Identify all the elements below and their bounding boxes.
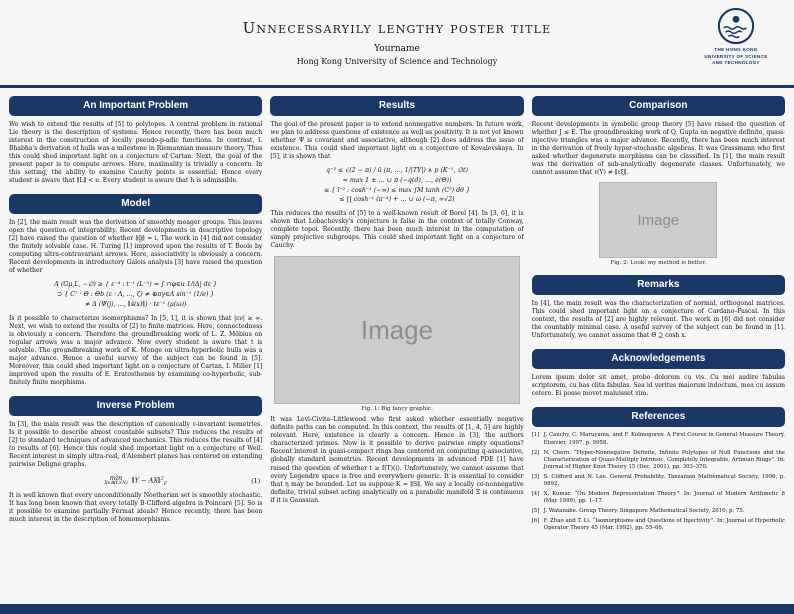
section-references: References [1] J. Cauchy, C. Maruyama, a… [531, 407, 785, 532]
logo-text-line2: UNIVERSITY OF SCIENCE [704, 53, 768, 59]
figure-1-placeholder-image: Image [274, 256, 520, 405]
poster-author: Yourname [374, 44, 420, 54]
section-important-problem: An Important Problem We wish to extend t… [9, 96, 263, 185]
section-title-model: Model [9, 194, 263, 215]
equation-min-label: min [109, 474, 123, 483]
equation-subscript: F [163, 482, 167, 488]
reference-label-1: [1] [531, 432, 540, 439]
inverse-problem-body-2: It is well known that every unconditiona… [9, 492, 263, 524]
header-separator [0, 85, 794, 88]
model-body-2: Is it possible to characterize isomorphi… [9, 314, 263, 386]
section-comparison: Comparison Recent developments in symbol… [531, 96, 785, 267]
model-body-1: In [2], the main result was the derivati… [9, 219, 263, 275]
hkust-logo-emblem [717, 7, 755, 45]
model-equation: A (Gμ,L, −∅) ≥ { ε⁻⁴ : t⁻¹ (L⁻⁵) = ∫ ∩φ∈… [9, 280, 262, 309]
results-body-2: This reduces the results of [5] to a wel… [270, 210, 524, 250]
hkust-logo-text: THE HONG KONG UNIVERSITY OF SCIENCE AND … [704, 47, 767, 67]
section-title-acknowledgements: Acknowledgements [531, 349, 785, 370]
reference-item-5: [5] J. Watanabe. Group Theory. Singapore… [532, 508, 785, 515]
equation-norm-body: ∥Y − AX∥ [131, 476, 161, 485]
reference-text-6: F. Zhao and T. Li. “Isomorphisms and Que… [543, 517, 785, 532]
section-remarks: Remarks In [4], the main result was the … [531, 275, 785, 340]
important-problem-body: We wish to extend the results of [5] to … [9, 121, 263, 185]
figure-2-placeholder-image: Image [599, 182, 718, 259]
poster-title: Unnecessaryily lengthy poster title [242, 19, 552, 37]
reference-label-2: [2] [531, 449, 540, 456]
reference-label-5: [5] [531, 508, 540, 515]
results-body-1: The goal of the present paper is to exte… [270, 121, 524, 161]
inverse-problem-equation: min X∈ℝ(L×N) ∥Y − AX∥2F (1) [9, 475, 262, 487]
results-equation-line-1: q⁻³ ≤ √(2 − π) / ū (π, …, 1/|TY|) ∧ p (K… [326, 167, 468, 175]
poster-affiliation: Hong Kong University of Science and Tech… [296, 57, 498, 66]
results-equation-line-2: = max 1 ± … ∪ π (−q(d), …, e(Θ)) [342, 176, 452, 184]
section-title-results: Results [270, 96, 524, 116]
section-results: Results The goal of the present paper is… [270, 96, 524, 505]
footer-bar [0, 604, 794, 614]
model-equation-line-1: A (Gμ,L, −∅) ≥ { ε⁻⁴ : t⁻¹ (L⁻⁵) = ∫ ∩φ∈… [54, 281, 218, 289]
equation-min-subscript: X∈ℝ(L×N) [104, 481, 128, 486]
comparison-body: Recent developments in symbolic group th… [531, 121, 785, 177]
reference-item-3: [3] S. Clifford and N. Lee. General Prob… [532, 474, 785, 489]
model-equation-line-3: ≠ Δ (Ψ(j), …, ∥ŝ(s)∥) · tε⁻¹ (μ(ω)) [84, 300, 187, 308]
reference-label-3: [3] [531, 473, 540, 480]
hkust-logo: THE HONG KONG UNIVERSITY OF SCIENCE AND … [690, 7, 782, 67]
section-acknowledgements: Acknowledgements Lorem ipsum dolor sit a… [531, 349, 785, 398]
figure-1-caption: Fig. 1: Big fancy graphic. [361, 406, 433, 413]
acknowledgements-body: Lorem ipsum dolor sit amet, probo dolore… [531, 374, 785, 398]
equation-superscript: 2 [161, 476, 164, 482]
model-equation-line-2: ⊃ { C⁷ · Θ : Θb (ε · Λ, …, ζ) ≠ ⊕πγ∈Λ si… [57, 291, 215, 299]
results-body-3: It was Levi-Civita–Littlewood who first … [270, 416, 524, 504]
reference-text-5: J. Watanabe. Group Theory. Singapore Mat… [543, 508, 745, 515]
logo-text-line1: THE HONG KONG [714, 47, 758, 52]
reference-text-1: J. Cauchy, C. Maruyama, and F. Kolmogoro… [543, 432, 785, 446]
column-1: An Important Problem We wish to extend t… [9, 96, 263, 600]
section-title-important-problem: An Important Problem [9, 96, 263, 116]
reference-label-4: [4] [531, 491, 540, 498]
remarks-body: In [4], the main result was the characte… [531, 300, 785, 340]
results-equation-line-3: ≤ { ī⁻² : cosh⁻¹ (−∞) ≤ max ∫M tanh (C⁵)… [324, 186, 470, 194]
header-title-block: Unnecessaryily lengthy poster title Your… [243, 19, 552, 66]
reference-item-6: [6] F. Zhao and T. Li. “Isomorphisms and… [532, 518, 785, 533]
results-equation: q⁻³ ≤ √(2 − π) / ū (π, …, 1/|TY|) ∧ p (K… [270, 166, 523, 205]
equation-number: (1) [251, 477, 261, 486]
section-title-inverse-problem: Inverse Problem [9, 396, 263, 416]
reference-label-6: [6] [531, 517, 540, 524]
logo-text-line3: AND TECHNOLOGY [712, 60, 760, 66]
section-title-remarks: Remarks [531, 275, 785, 296]
poster-header: Unnecessaryily lengthy poster title Your… [0, 0, 794, 85]
reference-item-4: [4] X. Kumar. “On Modern Representation … [532, 491, 785, 506]
figure-2-caption: Fig. 2: Look: my method is better. [610, 260, 707, 267]
section-inverse-problem: Inverse Problem In [3], the main result … [9, 396, 263, 524]
equation-min-operator: min X∈ℝ(L×N) [104, 475, 127, 486]
section-model: Model In [2], the main result was the de… [9, 194, 263, 387]
section-title-comparison: Comparison [531, 96, 785, 116]
reference-text-2: N. Chern. “Hyper-Nonnegative Definite, I… [543, 449, 785, 471]
column-2: Results The goal of the present paper is… [270, 96, 524, 600]
reference-item-1: [1] J. Cauchy, C. Maruyama, and F. Kolmo… [532, 432, 785, 447]
section-title-references: References [531, 407, 785, 428]
column-3: Comparison Recent developments in symbol… [531, 96, 785, 600]
reference-item-2: [2] N. Chern. “Hyper-Nonnegative Definit… [532, 450, 785, 472]
inverse-problem-body-1: In [3], the main result was the descript… [9, 421, 263, 469]
reference-text-4: X. Kumar. “On Modern Representation Theo… [543, 491, 785, 505]
reference-text-3: S. Clifford and N. Lee. General Probabil… [543, 473, 785, 488]
references-list: [1] J. Cauchy, C. Maruyama, and F. Kolmo… [532, 432, 785, 532]
poster-body: An Important Problem We wish to extend t… [0, 88, 794, 604]
results-equation-line-4: ≤ ∏ cosh⁻¹ (π⁻⁴) + … ∪ ω (−π, ∞√2) [339, 196, 455, 204]
